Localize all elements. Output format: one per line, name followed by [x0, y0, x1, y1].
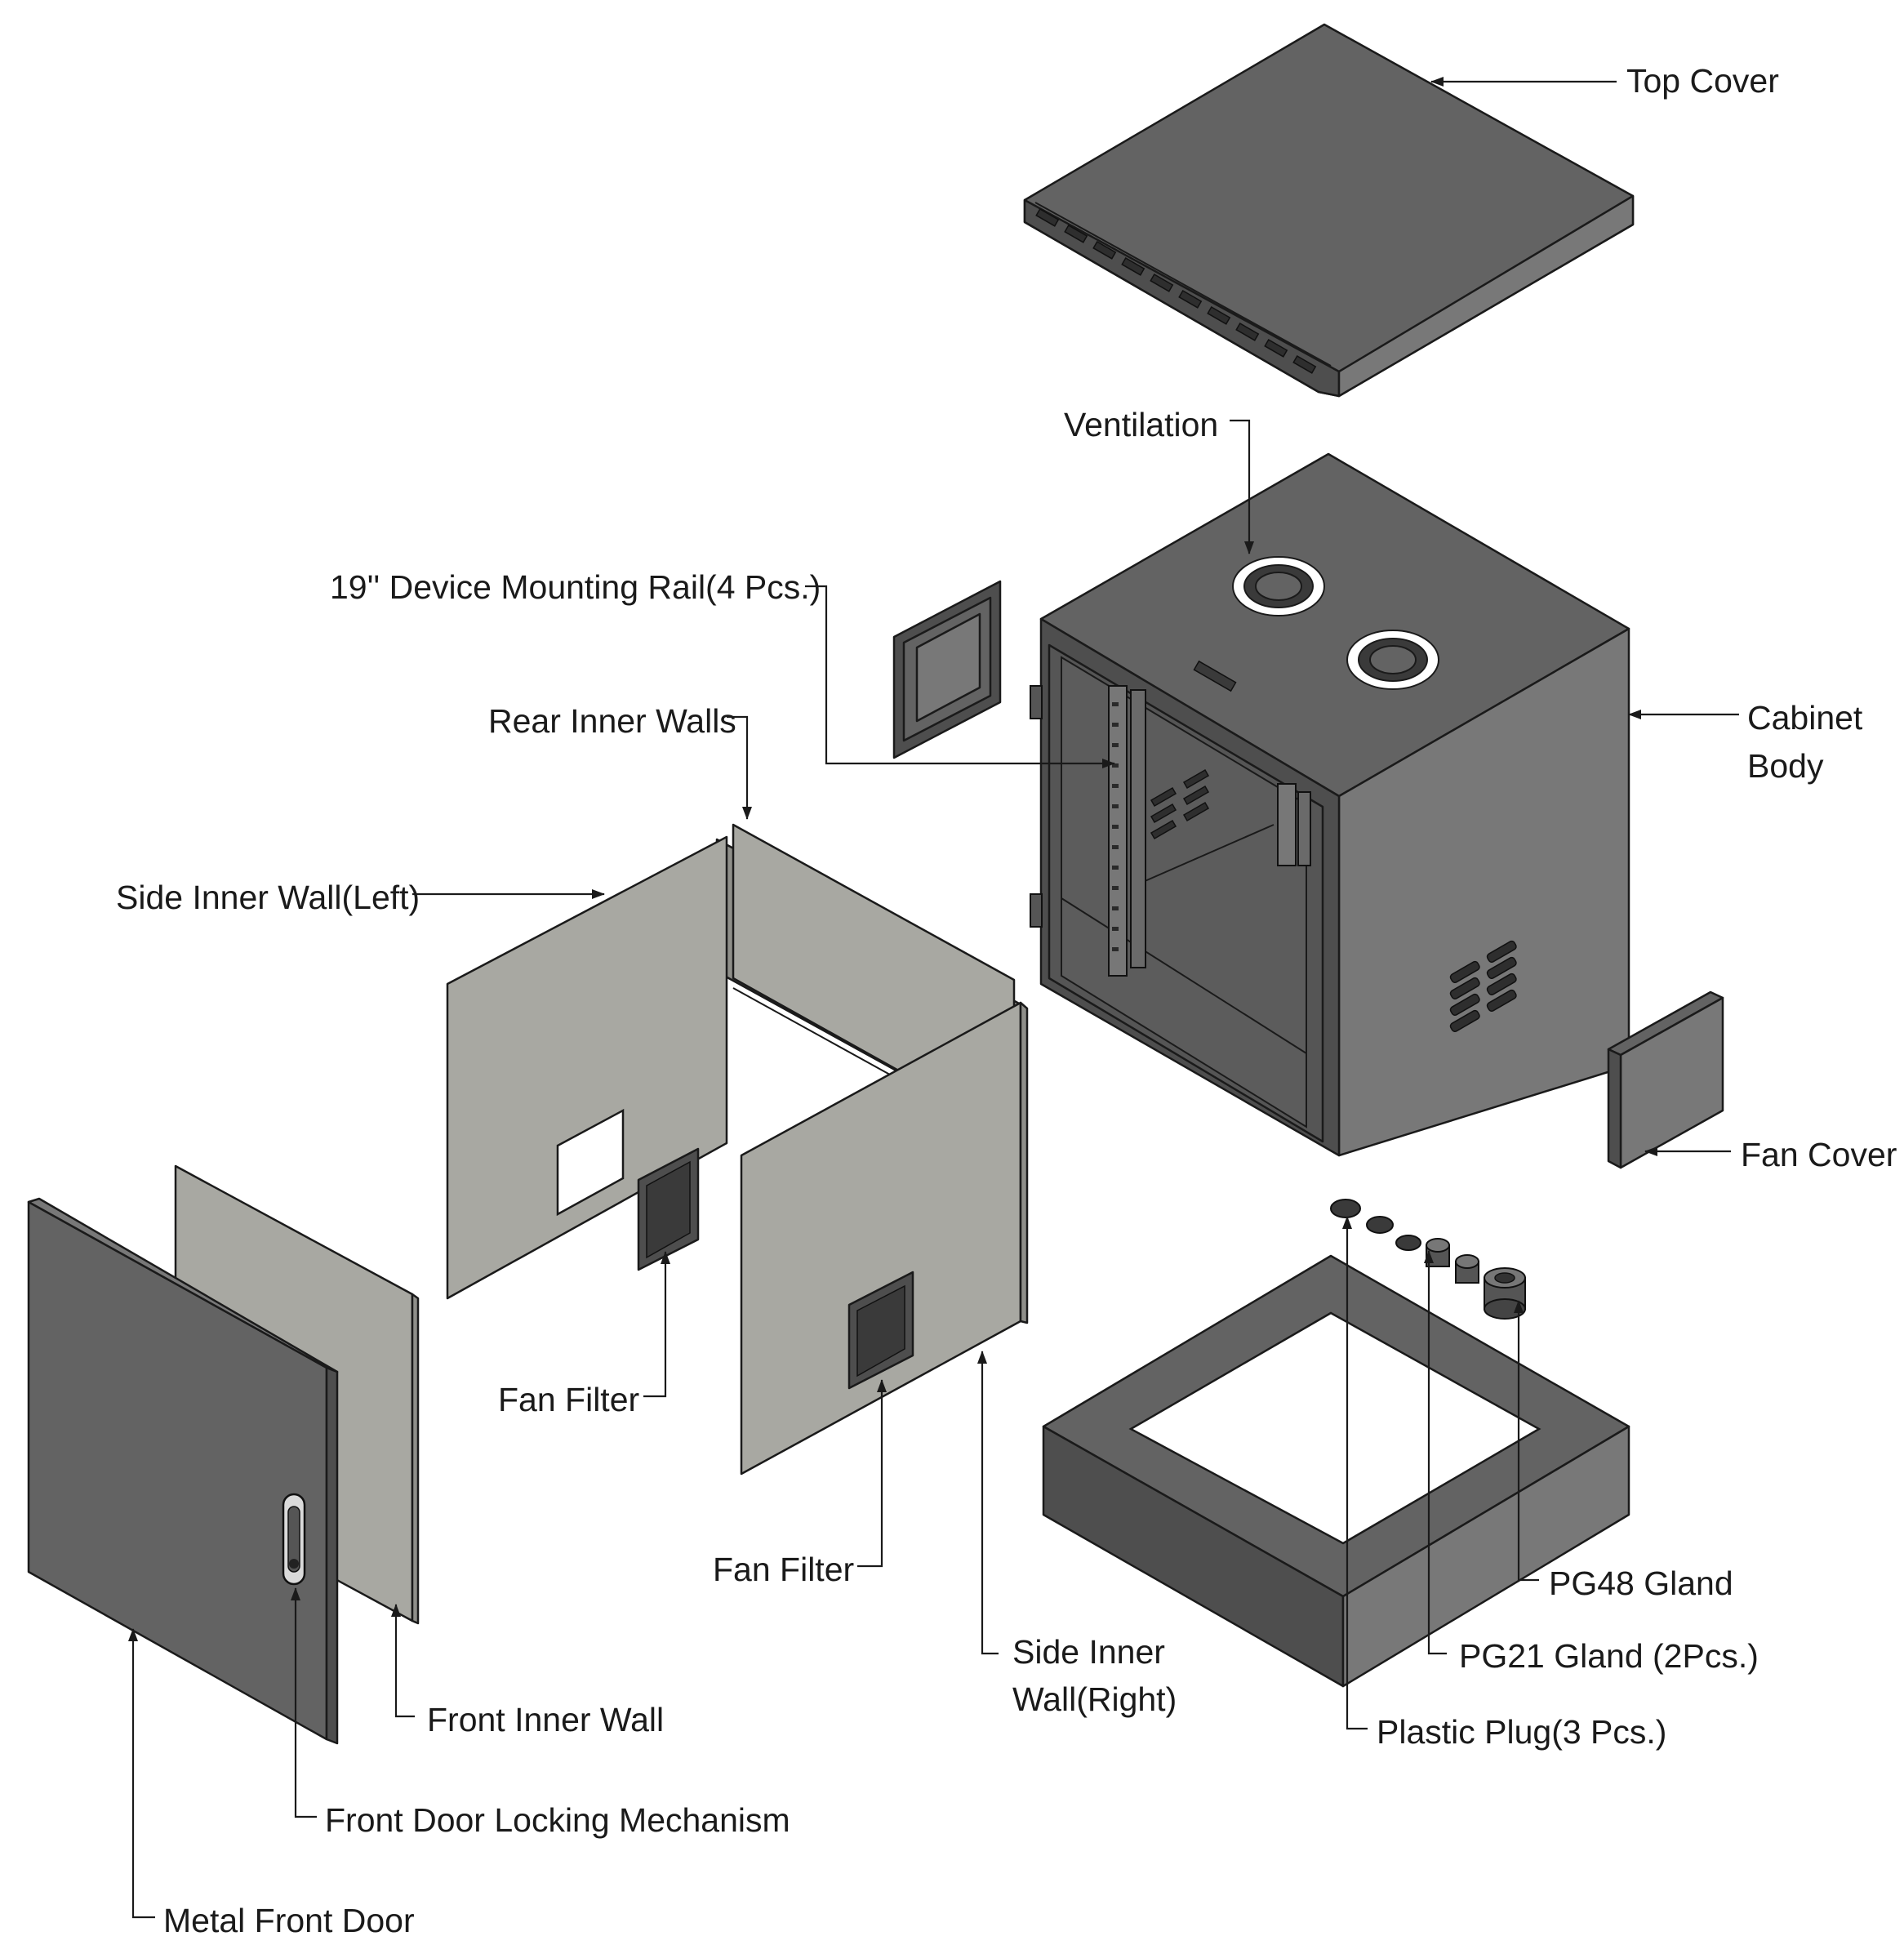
pg21-gland-2: [1455, 1254, 1479, 1284]
label-side-inner-wall-left: Side Inner Wall(Left): [116, 879, 420, 916]
ventilation-fan-opening-2: [1346, 630, 1439, 690]
metal-front-door: [27, 1197, 339, 1745]
mounting-rail-right: [1277, 783, 1297, 866]
ventilation-fan-opening-1: [1232, 556, 1325, 616]
label-pg21-gland: PG21 Gland (2Pcs.): [1459, 1637, 1759, 1675]
top-cover: [1023, 23, 1635, 398]
label-plastic-plug: Plastic Plug(3 Pcs.): [1377, 1713, 1666, 1751]
base-frame: [1042, 1254, 1630, 1688]
cabinet-body: [1030, 452, 1630, 1157]
fan-filter-left: [637, 1147, 700, 1271]
label-fan-cover: Fan Cover: [1741, 1136, 1897, 1173]
side-vent-louvres: [1449, 940, 1517, 1032]
label-fan-filter-2: Fan Filter: [713, 1551, 854, 1588]
label-rear-inner-walls: Rear Inner Walls: [488, 702, 736, 740]
fan-filter-right: [847, 1271, 914, 1390]
cabinet-interior-vent-slots: [1150, 769, 1210, 839]
label-side-inner-wall-right-2: Wall(Right): [1012, 1680, 1177, 1718]
label-cabinet-body-1: Cabinet: [1747, 699, 1863, 737]
leader-lines: [128, 77, 1739, 1919]
side-inner-wall-right: [740, 1001, 1029, 1476]
top-cover-vent-slots: [1035, 208, 1317, 374]
plastic-plug-2: [1366, 1216, 1394, 1234]
label-cabinet-body-2: Body: [1747, 747, 1824, 785]
front-door-lock: [282, 1493, 306, 1586]
pg21-gland-1: [1426, 1238, 1450, 1267]
label-ventilation: Ventilation: [1064, 406, 1218, 443]
fan-cover: [1607, 990, 1724, 1169]
label-front-door-locking: Front Door Locking Mechanism: [325, 1801, 790, 1839]
label-fan-filter-1: Fan Filter: [498, 1381, 639, 1418]
plastic-plug-1: [1330, 1199, 1361, 1218]
plastic-plug-3: [1395, 1235, 1421, 1251]
label-pg48-gland: PG48 Gland: [1549, 1565, 1733, 1602]
fan-cover-rear: [892, 580, 1002, 759]
label-front-inner-wall: Front Inner Wall: [427, 1701, 664, 1738]
side-inner-wall-left: [446, 835, 728, 1300]
label-side-inner-wall-right-1: Side Inner: [1012, 1633, 1165, 1671]
label-metal-front-door: Metal Front Door: [163, 1902, 415, 1939]
label-top-cover: Top Cover: [1626, 62, 1779, 100]
mounting-rail-left: [1108, 685, 1128, 977]
label-mounting-rail: 19'' Device Mounting Rail(4 Pcs.): [330, 568, 821, 606]
